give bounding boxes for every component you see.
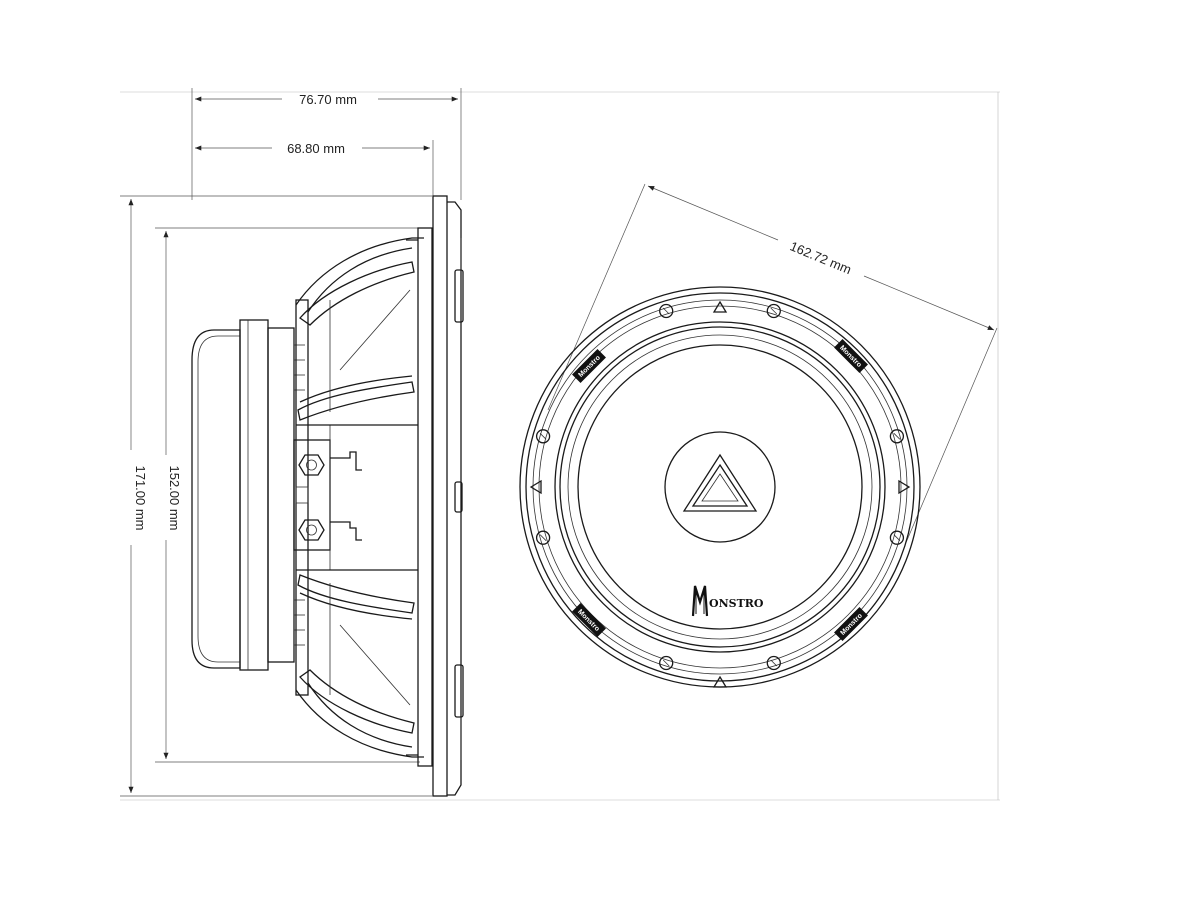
mounting-flange — [417, 227, 433, 767]
triangle-marker-top — [712, 300, 728, 313]
triangle-logo-icon — [682, 453, 758, 512]
terminal-block — [293, 439, 331, 551]
triangle-marker-bottom — [712, 675, 728, 688]
overall-diameter-label: 171.00 mm — [133, 465, 148, 530]
rim-triangle-markers — [529, 300, 911, 688]
mounting-hole — [535, 429, 551, 444]
dimension-overall-diameter: 171.00 mm — [120, 195, 432, 797]
mounting-hole — [535, 530, 551, 545]
dimension-frame-depth: 68.80 mm — [195, 140, 434, 200]
basket-outline-top — [295, 237, 424, 306]
dimension-mounting-diagonal: 162.72 mm — [547, 183, 998, 546]
side-view — [191, 195, 464, 797]
front-ring — [432, 195, 448, 797]
dimension-overall-depth: 76.70 mm — [191, 88, 462, 200]
mounting-hole — [659, 303, 674, 319]
overall-depth-label: 76.70 mm — [299, 92, 357, 107]
front-ring-lip — [447, 201, 462, 796]
basket-spoke-lower-1 — [297, 574, 415, 614]
mounting-hole — [889, 530, 905, 545]
mounting-hole — [659, 655, 674, 671]
monstro-logo-text: ONSTRO — [709, 597, 764, 610]
frame-guides — [120, 91, 1000, 801]
rim-badge-bottom-left: Monstro — [572, 603, 606, 637]
mounting-holes — [535, 303, 905, 671]
terminal-nut-bottom — [298, 519, 325, 541]
triangle-marker-right — [898, 479, 911, 495]
basket-spoke-lower-2 — [299, 669, 415, 734]
surround-outer — [554, 321, 886, 653]
front-view: Monstro Monstro Monstro Monstro ONSTRO — [519, 286, 921, 688]
magnet-cup — [191, 329, 241, 669]
dimension-cone-diameter: 152.00 mm — [155, 227, 420, 763]
magnet-ring — [239, 319, 269, 671]
triangle-marker-left — [529, 479, 542, 495]
mounting-hole — [766, 655, 781, 671]
dust-cap — [664, 431, 776, 543]
basket-spoke-upper-1 — [299, 261, 415, 326]
frame-depth-label: 68.80 mm — [287, 141, 345, 156]
cone — [577, 344, 863, 630]
back-plate — [267, 327, 295, 663]
mounting-hole — [889, 429, 905, 444]
basket-spoke-upper-2 — [297, 381, 415, 421]
monstro-logo: ONSTRO — [691, 585, 764, 617]
front-outer-rim — [519, 286, 921, 688]
terminal-nut-top — [298, 454, 325, 476]
mounting-diagonal-label: 162.72 mm — [788, 238, 854, 277]
basket-outline-bottom — [295, 689, 424, 758]
cone-diameter-label: 152.00 mm — [167, 465, 182, 530]
mounting-hole — [766, 303, 781, 319]
